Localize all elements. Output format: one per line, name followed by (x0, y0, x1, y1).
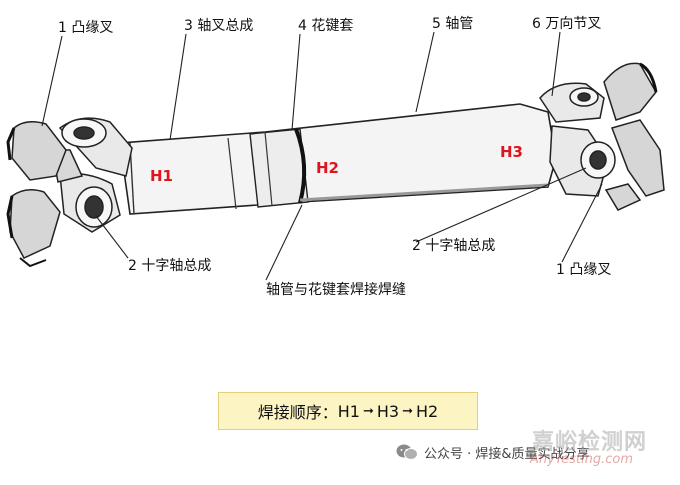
leader-lines (41, 31, 603, 281)
weld-label-h2: H2 (316, 159, 339, 177)
arrow-right-icon: ➞ (362, 403, 374, 419)
sequence-step-2: H3 (376, 401, 400, 421)
left-flange-yoke (6, 121, 67, 268)
label-cross-shaft-left: 2 十字轴总成 (128, 258, 212, 274)
watermark-url-text: AnyTesting.com (530, 452, 634, 467)
sequence-step-3: H2 (416, 401, 439, 421)
label-tube: 5 轴管 (432, 16, 474, 32)
label-weld-seam: 轴管与花键套焊接焊缝 (266, 282, 406, 298)
weld-label-h1: H1 (150, 167, 173, 185)
arrow-right-icon: ➞ (402, 403, 414, 419)
weld-seam-ring (294, 128, 307, 204)
welding-sequence-box: 焊接顺序： H1 ➞ H3 ➞ H2 (218, 392, 478, 430)
right-flange-yoke (603, 62, 665, 211)
wechat-footer: 公众号 · 焊接&质量实战分享 (396, 441, 590, 463)
watermark-logo-text: 嘉峪检测网 (532, 430, 648, 455)
label-spline-sleeve: 4 花键套 (298, 18, 354, 34)
sequence-step-1: H1 (337, 401, 360, 421)
label-flange-yoke-right: 1 凸缘叉 (556, 262, 612, 278)
label-flange-yoke-left: 1 凸缘叉 (58, 20, 114, 36)
spline-sleeve-shape (249, 128, 309, 208)
right-universal-joint (539, 82, 616, 197)
weld-label-h3: H3 (500, 143, 523, 161)
wechat-icon (396, 444, 418, 460)
label-universal-joint-yoke: 6 万向节叉 (532, 16, 602, 32)
label-cross-shaft-right: 2 十字轴总成 (412, 238, 496, 254)
left-universal-joint (51, 117, 133, 233)
label-yoke-assembly: 3 轴叉总成 (184, 18, 254, 34)
sequence-prefix: 焊接顺序： (257, 403, 338, 422)
footer-text: 公众号 · 焊接&质量实战分享 (424, 446, 590, 462)
